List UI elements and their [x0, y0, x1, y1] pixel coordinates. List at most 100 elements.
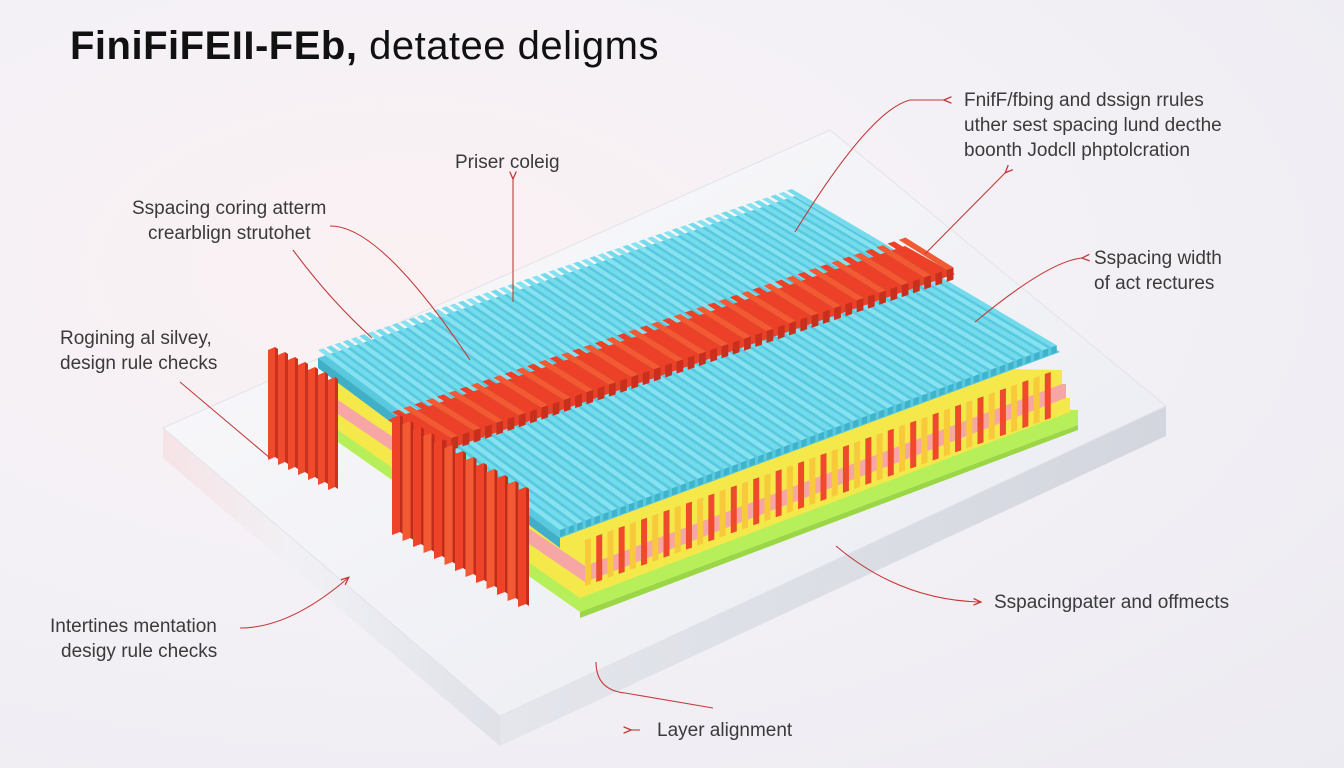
red-gate-fin — [673, 314, 729, 347]
front-red-fin — [507, 481, 516, 601]
cyan-fin-face — [861, 415, 868, 425]
red-gate-fin-face — [687, 355, 695, 370]
cyan-fin-face — [1016, 358, 1023, 368]
label-left-line-2: design rule checks — [60, 353, 218, 374]
cyan-fin-face — [792, 441, 799, 451]
red-gate-band — [388, 237, 955, 454]
cyan-fin-face — [973, 374, 980, 384]
red-gate-fin-face — [586, 389, 594, 405]
label-top-right-line-2: uther sest spacing lund decthe — [964, 115, 1222, 136]
red-gate-fin-face — [935, 271, 943, 286]
red-gate-fin — [527, 363, 582, 397]
cyan-fin-face — [611, 508, 618, 518]
red-gate-fin — [752, 287, 808, 320]
red-gate-fin-face — [924, 275, 931, 290]
cyan-fin-face — [956, 380, 962, 390]
cyan-fin-face — [697, 476, 704, 486]
left-red-fin — [308, 367, 315, 480]
cyan-fin-face — [646, 495, 652, 505]
cyan-fin-face — [947, 383, 954, 393]
red-gate-fin-face — [541, 405, 549, 420]
side-fin — [798, 461, 805, 510]
cyan-fin-face — [810, 435, 816, 444]
cyan-fin-face — [939, 386, 945, 396]
front-red-fin — [497, 475, 505, 595]
cyan-fin-face — [784, 444, 790, 454]
red-gate-fin-face — [822, 309, 830, 324]
red-gate-fin — [763, 283, 819, 316]
front-red-fin — [444, 445, 453, 565]
side-fin — [1044, 372, 1051, 421]
cyan-fin-face — [775, 447, 781, 457]
red-gate-fin — [459, 386, 515, 420]
front-red-fin-side — [473, 457, 477, 576]
red-gate-fin-face — [563, 397, 571, 412]
side-fin — [966, 400, 973, 449]
front-red-fin — [423, 433, 432, 553]
red-gate-fin — [403, 405, 459, 439]
label-bottom-right: Sspacingpater and offmects — [994, 590, 1229, 615]
red-gate-fin-face — [912, 279, 920, 294]
red-gate-fin-face — [755, 332, 763, 347]
side-fin — [910, 420, 917, 469]
cyan-fin-face — [603, 511, 609, 521]
red-gate-fin-face — [642, 370, 650, 386]
red-gate-fin — [504, 371, 560, 404]
side-fin — [865, 436, 872, 485]
label-bottom-left-line-2: desigy rule checks — [61, 641, 218, 662]
side-fin — [607, 529, 614, 578]
front-red-fin-side — [463, 451, 466, 570]
red-gate-fin-face — [665, 363, 672, 378]
label-top-right-line-1: FnifF/fbing and dssign rrules — [964, 90, 1204, 111]
cyan-fin-face — [689, 479, 695, 489]
red-gate-fin-face — [473, 428, 481, 443]
cyan-fin-face — [999, 364, 1005, 374]
cyan-fin-face — [853, 418, 859, 428]
cyan-fin-face — [801, 438, 807, 448]
side-fin — [854, 440, 861, 489]
label-right-line-1: Sspacing width — [1094, 248, 1222, 269]
red-gate-fin — [572, 348, 627, 381]
side-fin — [1033, 376, 1040, 425]
side-fin — [753, 477, 760, 526]
red-gate-fin-face — [631, 374, 639, 389]
red-gate-fin — [414, 402, 470, 435]
left-red-fin-side — [315, 367, 318, 479]
front-red-fin — [413, 427, 421, 547]
red-gate-fin — [493, 375, 549, 408]
red-gate-fin-face — [811, 313, 819, 328]
label-top-left-line-1: Sspacing coring atterm — [132, 198, 327, 219]
side-fin — [719, 489, 726, 538]
cyan-fin-face — [1042, 348, 1049, 358]
red-gate-fin — [662, 317, 718, 351]
side-fin — [775, 469, 782, 518]
side-fin — [809, 457, 816, 506]
left-red-fin — [288, 357, 295, 470]
red-gate-fin-face — [462, 432, 470, 447]
red-gate-fin — [786, 275, 841, 309]
red-gate-fin-face — [530, 409, 537, 424]
red-gate-fin — [594, 340, 650, 374]
label-top-right: FnifF/fbing and dssign rrules uther sest… — [964, 88, 1222, 163]
label-top-left-line-2: crearblign strutohet — [148, 223, 311, 244]
front-red-fin-side — [431, 433, 435, 552]
front-red-fin — [392, 415, 400, 535]
red-gate-fin-face — [845, 301, 853, 317]
red-gate-fin-face — [834, 305, 841, 321]
side-fin — [641, 517, 648, 566]
cyan-fin-face — [758, 454, 764, 464]
front-red-fin-side — [515, 481, 519, 600]
side-fin — [876, 432, 883, 481]
side-fin — [932, 412, 939, 461]
red-gate-fin — [560, 352, 616, 385]
cyan-fin-face — [672, 486, 678, 496]
red-gate-fin — [549, 356, 605, 389]
cyan-fin-face — [560, 528, 566, 537]
cyan-fin-face — [637, 499, 643, 509]
side-fin — [1011, 384, 1018, 433]
red-gate-fin — [538, 359, 594, 393]
left-red-fin-side — [335, 377, 338, 489]
label-bottom-right-line-1: Sspacingpater and offmects — [994, 592, 1230, 613]
left-red-fin-side — [305, 362, 308, 474]
